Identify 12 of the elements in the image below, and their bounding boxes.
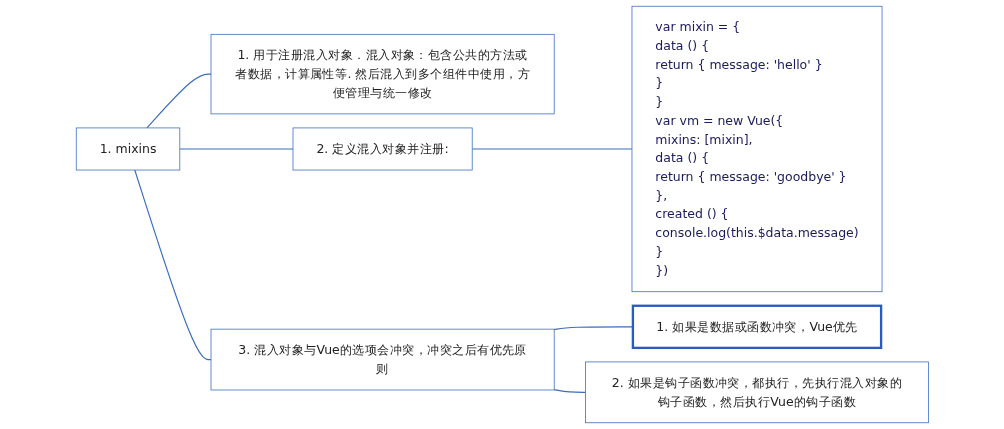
node-box: 1. 用于注册混入对象．混入对象：包含公共的方法或者数据，计算属性等. 然后混入到多个组件中使用，方便管理与统一修改 — [210, 33, 555, 115]
node-box: 1. mixins — [75, 127, 180, 171]
connector — [178, 148, 294, 150]
node-box: 2. 定义混入对象并注册: — [292, 127, 473, 171]
node-box: var mixin = { data () { return { message: 'hello' } } } var vm = new Vue({ mixins: [mixin], data () { return { message: 'goodbye' } }, created () { console.log(this.$data.message) } }) — [631, 5, 882, 293]
connector — [133, 169, 212, 361]
node-box: 2. 如果是钩子函数冲突，都执行，先执行混入对象的钩子函数，然后执行Vue的钩子函数 — [584, 361, 929, 424]
node-box: 1. 如果是数据或函数冲突，Vue优先 — [631, 304, 882, 350]
connector — [145, 73, 212, 129]
connector — [471, 148, 633, 150]
node-box: 3. 混入对象与Vue的选项会冲突，冲突之后有优先原则 — [210, 328, 555, 391]
connector — [553, 389, 586, 393]
